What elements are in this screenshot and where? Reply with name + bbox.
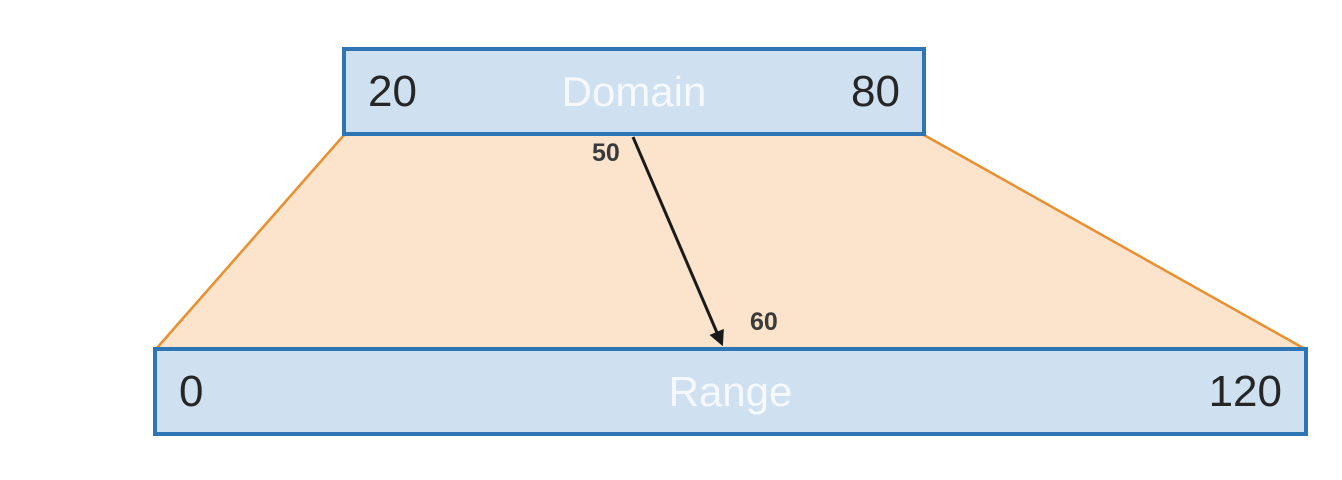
- range-box: 0 Range 120: [153, 347, 1308, 436]
- mapping-arrow: [631, 136, 724, 347]
- range-max-value: 120: [1208, 366, 1282, 416]
- mapped-output-value-label: 60: [750, 308, 778, 336]
- domain-box: 20 Domain 80: [342, 47, 926, 136]
- mapped-input-value-label: 50: [592, 139, 620, 167]
- domain-max-value: 80: [851, 66, 900, 116]
- mapping-trapezoid: [155, 134, 1306, 349]
- trapezoid-left-edge: [155, 134, 345, 350]
- range-min-value: 0: [179, 366, 204, 416]
- domain-min-value: 20: [368, 66, 417, 116]
- trapezoid-right-edge: [923, 133, 1306, 351]
- domain-label: Domain: [561, 67, 707, 115]
- range-label: Range: [668, 367, 793, 415]
